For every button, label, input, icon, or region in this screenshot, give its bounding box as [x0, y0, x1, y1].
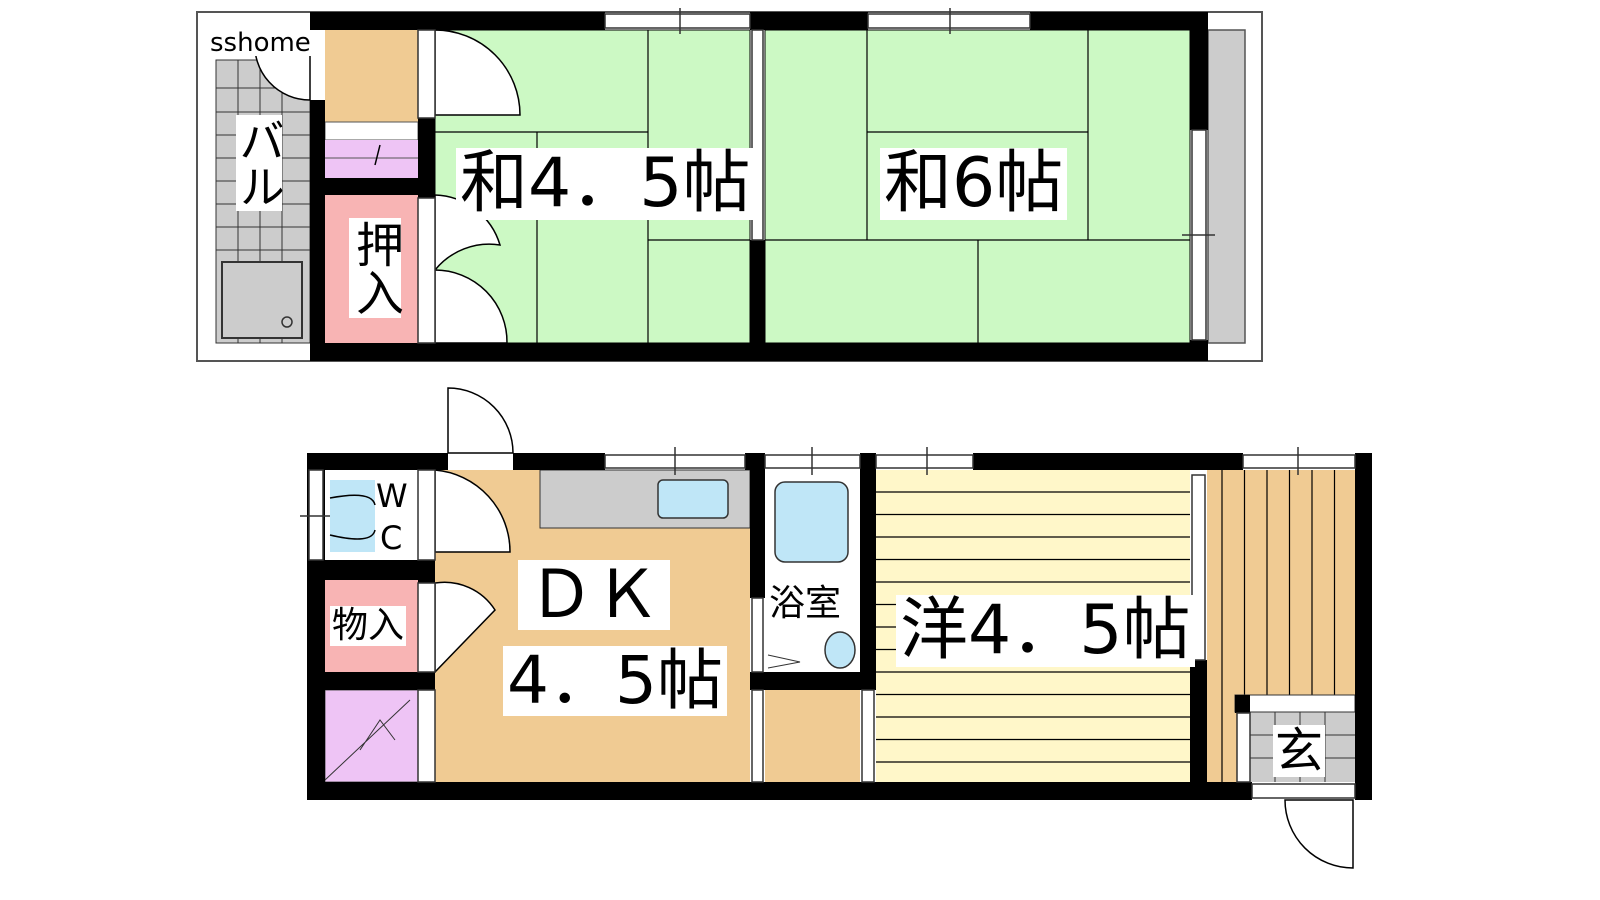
toilet [330, 480, 375, 552]
dk-size-label: 4．5帖 [503, 646, 727, 716]
walls-lower [307, 453, 1372, 800]
walls-upper [310, 12, 1208, 361]
japanese-room-small-label: 和4．5帖 [456, 148, 755, 220]
bathroom-label: 浴室 [768, 583, 843, 624]
windows-upper [417, 8, 1215, 344]
kitchen-sink [657, 479, 729, 519]
storage-label: 物入 [330, 605, 407, 646]
windows-lower [300, 447, 1356, 799]
western-room-label: 洋4．5帖 [896, 595, 1195, 667]
stair [325, 140, 418, 178]
lower-floor [300, 387, 1372, 869]
balcony-label: バル [232, 115, 286, 211]
door-swing [447, 387, 514, 454]
washbasin [824, 631, 856, 669]
entrance-label: 玄 [1273, 723, 1326, 779]
bathtub [774, 481, 849, 563]
closet-upper-shelf [325, 30, 418, 122]
outdoor-unit [221, 261, 303, 339]
closet-label: 押入 [347, 218, 403, 318]
door-swing [434, 29, 521, 116]
toilet-label-w: W [376, 477, 408, 515]
side-veranda [1207, 29, 1246, 344]
japanese-room-large-label: 和6帖 [880, 148, 1068, 220]
watermark-text: sshome [210, 28, 311, 58]
toilet-label-c: C [380, 519, 403, 557]
dk-label: ＤＫ [518, 560, 670, 630]
